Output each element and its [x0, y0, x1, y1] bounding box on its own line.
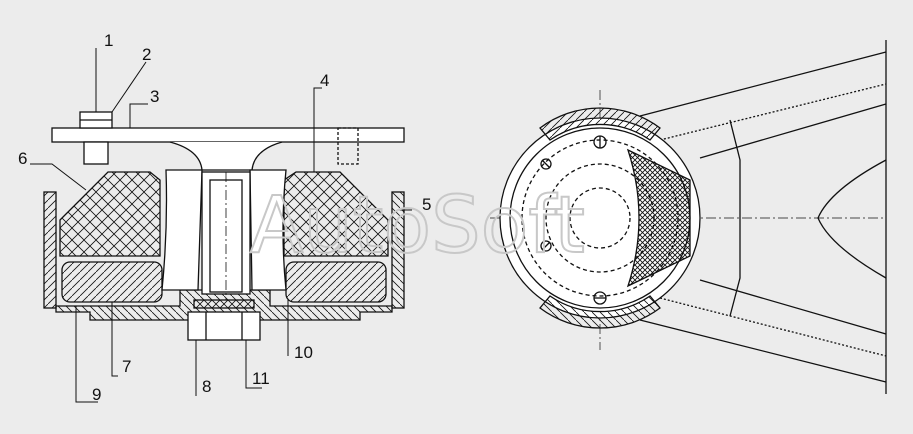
watermark: AutoSoft	[250, 181, 585, 271]
center-sleeve-left	[161, 169, 203, 291]
housing-left-wall	[43, 191, 57, 309]
housing-right-wall	[391, 191, 405, 309]
callout-4: 4	[320, 71, 329, 90]
hidden-bolt	[337, 127, 359, 165]
cushion-right	[285, 261, 387, 303]
washer	[193, 299, 255, 309]
cutaway-section	[626, 148, 691, 288]
cushion-left	[61, 261, 163, 303]
callout-3: 3	[150, 87, 159, 106]
callout-11: 11	[252, 369, 270, 388]
callout-9: 9	[92, 385, 101, 404]
top-plate	[51, 127, 405, 143]
callout-5: 5	[422, 195, 431, 214]
callout-10: 10	[294, 343, 313, 362]
section-view	[30, 48, 412, 403]
rubber-block-left	[59, 171, 161, 257]
center-sleeve-right	[249, 169, 287, 291]
callout-2: 2	[142, 45, 151, 64]
callout-7: 7	[122, 357, 131, 376]
plan-view	[490, 40, 887, 394]
bolt-shank-top	[83, 141, 109, 165]
callout-6: 6	[18, 149, 27, 168]
bolt-head-bottom	[187, 311, 261, 341]
callout-8: 8	[202, 377, 211, 396]
leader-lines	[30, 48, 412, 403]
callout-1: 1	[104, 31, 113, 50]
top-plate-web	[169, 141, 283, 171]
callout-labels: 1 2 3 4 5 6 7 8 9 10 11	[18, 31, 431, 404]
frame-bracket	[639, 40, 887, 394]
mounting-bolts	[540, 135, 607, 305]
